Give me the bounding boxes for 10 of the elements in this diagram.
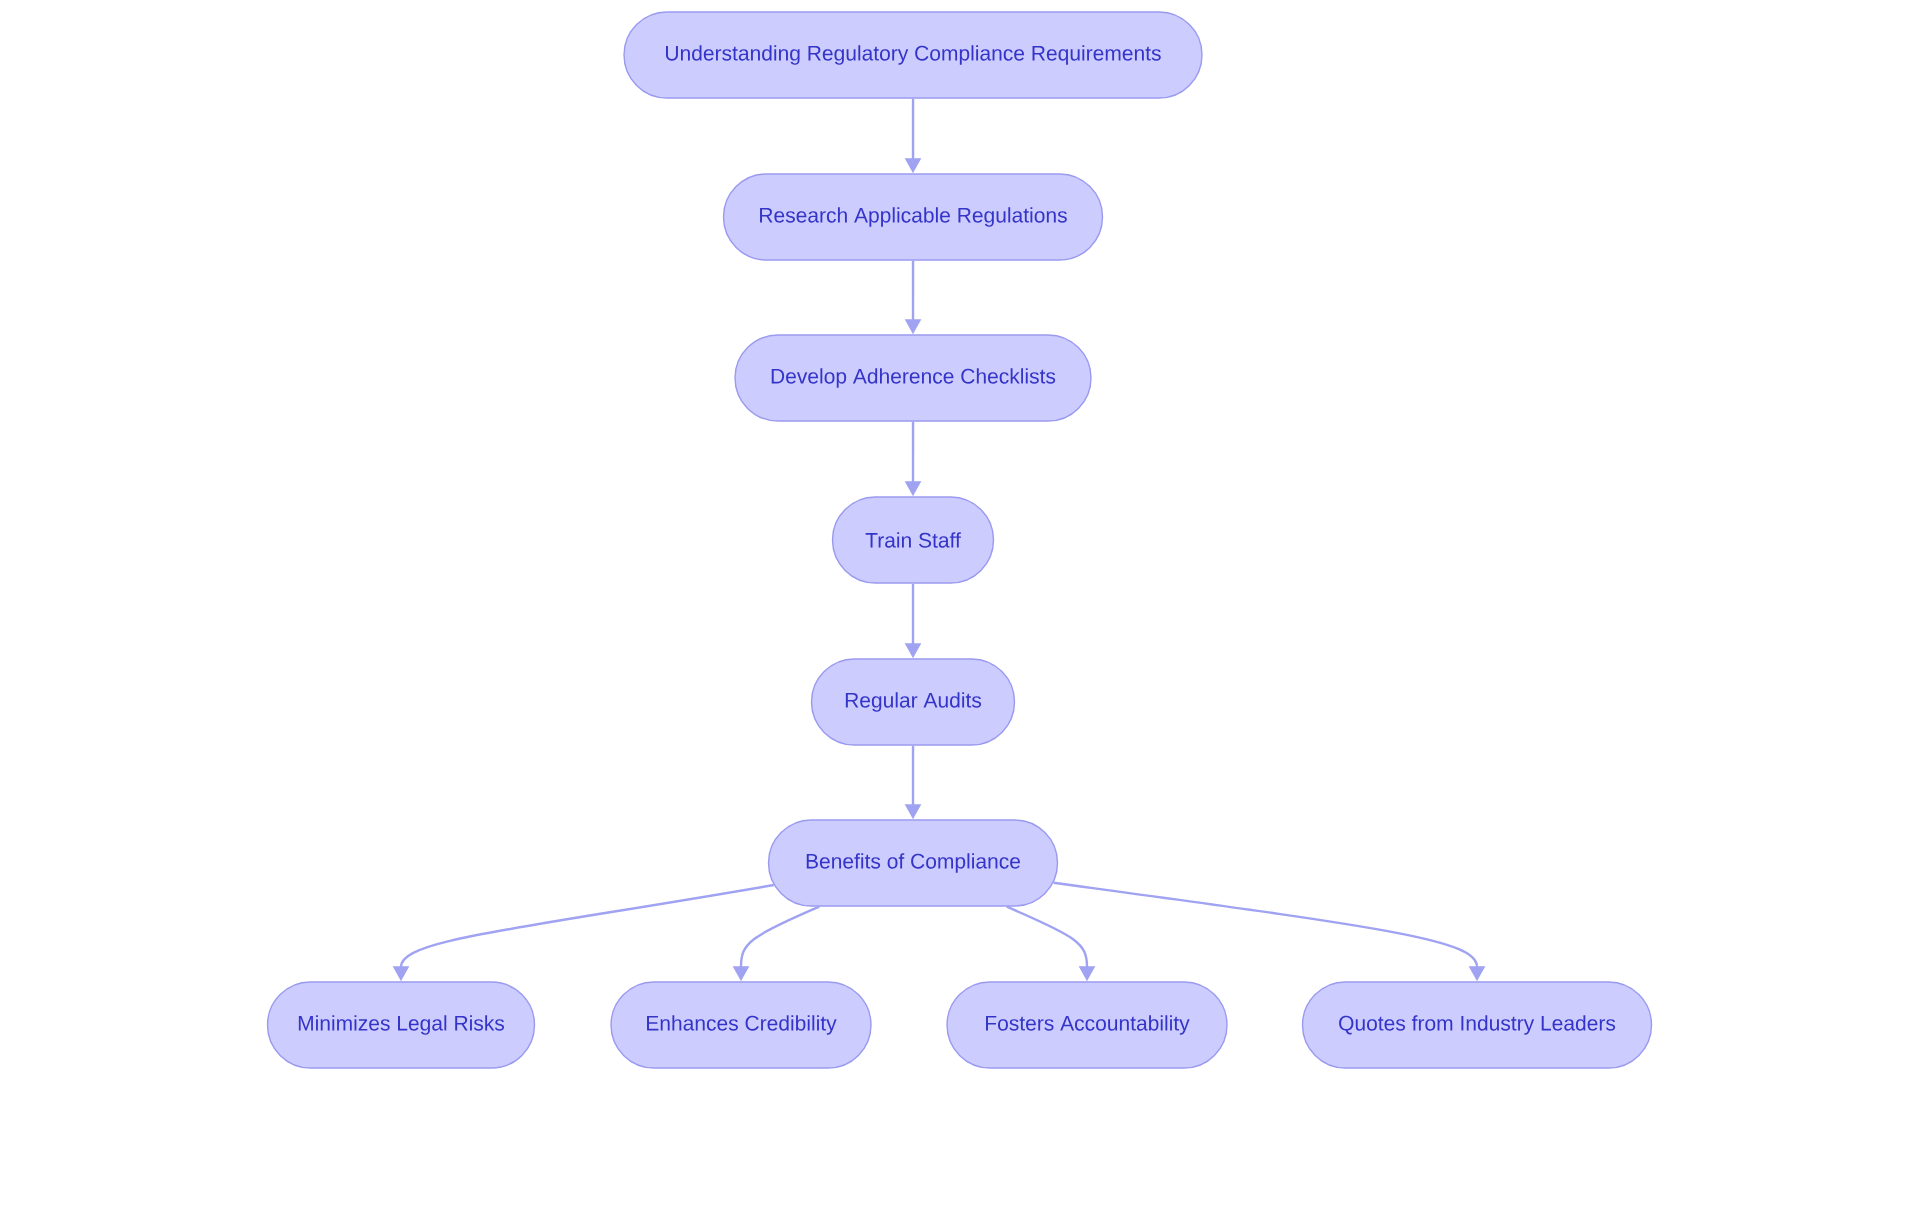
process-node: Minimizes Legal Risks [266,981,536,1069]
process-node: Regular Audits [810,658,1016,746]
process-node: Quotes from Industry Leaders [1301,981,1653,1069]
process-node: Develop Adherence Checklists [734,334,1092,422]
process-node: Research Applicable Regulations [722,173,1104,261]
process-node: Fosters Accountability [946,981,1228,1069]
process-node: Train Staff [831,496,995,584]
process-node: Enhances Credibility [610,981,872,1069]
process-node: Benefits of Compliance [767,819,1059,907]
process-node: Understanding Regulatory Compliance Requirements [623,11,1203,99]
